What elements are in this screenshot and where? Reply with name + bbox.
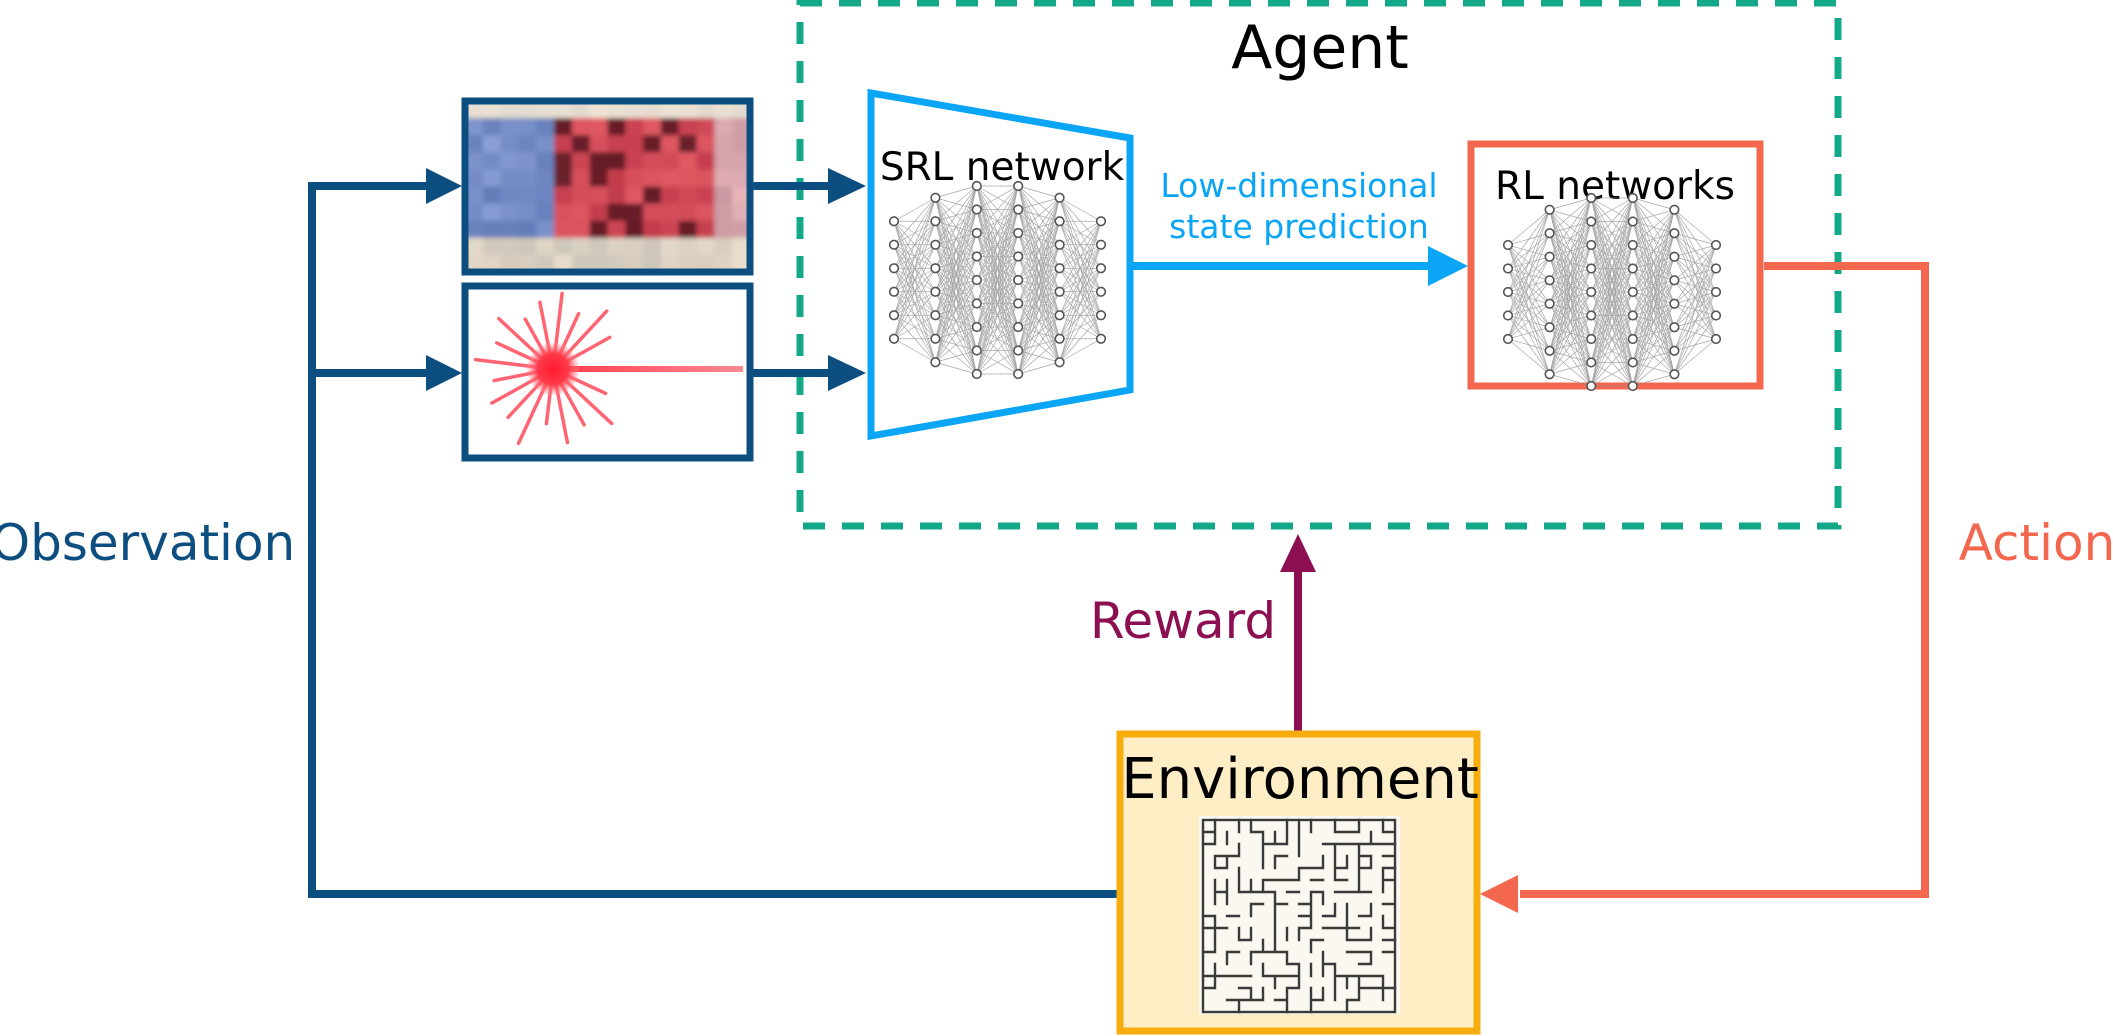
action-label: Action [1959,514,2113,572]
reward-label: Reward [1090,592,1276,650]
state-prediction-label-line2: state prediction [1169,207,1429,246]
laser-burst-icon [473,291,743,446]
srl-network-title: SRL network [880,145,1125,190]
neural-network-icon [888,180,1107,380]
observation-loop [308,182,1118,898]
state-prediction-label-line1: Low-dimensional [1160,166,1437,205]
maze-icon [1199,816,1400,1014]
action-arrowhead [1480,875,1518,913]
agent-title: Agent [1231,13,1409,83]
reward-arrowhead [1280,534,1316,572]
camera-observation [461,97,754,276]
pixelated-image-icon [465,101,751,273]
state-prediction-arrowhead [1428,246,1468,286]
rl-networks-title: RL networks [1495,164,1735,209]
observation-arrowheads [426,168,866,391]
neural-network-icon [1502,192,1722,392]
observation-label: Observation [0,514,295,572]
environment-title: Environment [1121,747,1479,812]
lidar-observation [461,282,754,462]
action-loop [1520,262,1929,898]
